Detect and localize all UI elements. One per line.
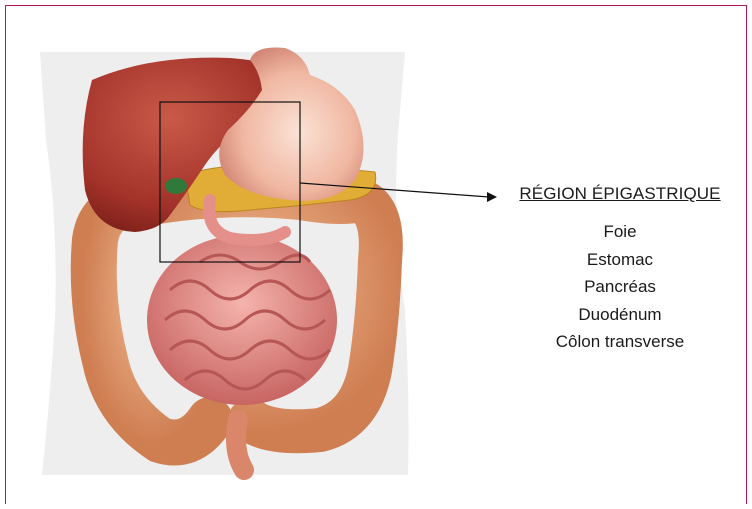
organ-label-duodenum: Duodénum: [500, 301, 740, 329]
organ-label-estomac: Estomac: [500, 246, 740, 274]
organ-label-foie: Foie: [500, 218, 740, 246]
region-labels: RÉGION ÉPIGASTRIQUE Foie Estomac Pancréa…: [500, 184, 740, 356]
organ-label-pancreas: Pancréas: [500, 273, 740, 301]
small-intestine: [147, 235, 337, 405]
organ-label-colon-transverse: Côlon transverse: [500, 328, 740, 356]
arrow-head: [487, 192, 497, 202]
region-title: RÉGION ÉPIGASTRIQUE: [500, 184, 740, 204]
gallbladder: [165, 178, 187, 194]
